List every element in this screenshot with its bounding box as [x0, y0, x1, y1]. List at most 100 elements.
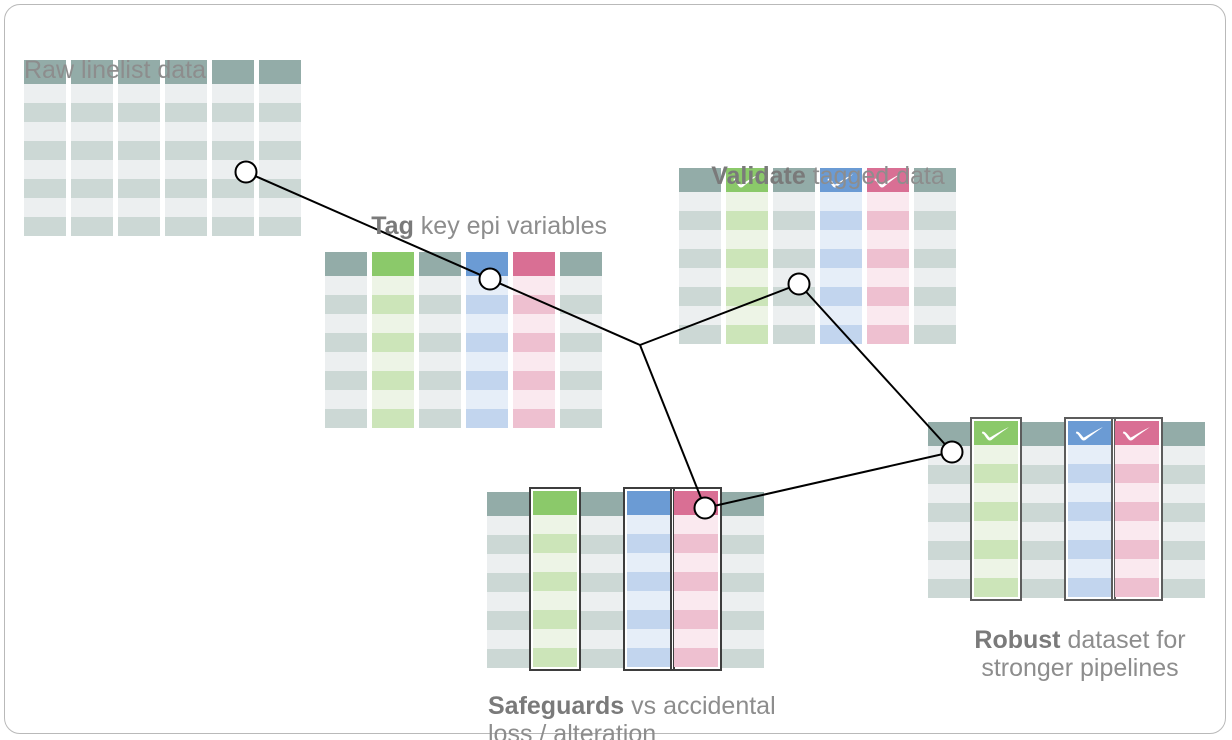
- table-cell: [722, 573, 764, 592]
- table-cell: [627, 629, 671, 648]
- table-cell: [1022, 560, 1064, 579]
- table-cell: [212, 103, 254, 122]
- table-cell: [165, 217, 207, 236]
- table-cell: [24, 84, 66, 103]
- table-cell: [325, 314, 367, 333]
- table-cell: [24, 103, 66, 122]
- table-cell: [726, 249, 768, 268]
- table-cell: [325, 352, 367, 371]
- table-cell: [1163, 579, 1205, 598]
- table-cell: [679, 306, 721, 325]
- table-cell: [674, 629, 718, 648]
- table-cell: [726, 287, 768, 306]
- table-cell: [674, 553, 718, 572]
- table-cell: [325, 390, 367, 409]
- table-cell: [487, 611, 529, 630]
- table-cell: [466, 352, 508, 371]
- column-header-cell: [325, 252, 367, 276]
- table-cell: [867, 249, 909, 268]
- table-cell: [487, 516, 529, 535]
- table-cell: [773, 306, 815, 325]
- table-cell: [1068, 483, 1112, 502]
- table-column-teal: [118, 60, 160, 236]
- table-cell: [820, 287, 862, 306]
- label-validate-rest: tagged data: [805, 162, 945, 190]
- table-cell: [419, 390, 461, 409]
- table-cell: [1068, 540, 1112, 559]
- table-column-blue: [1064, 417, 1116, 601]
- table-cell: [674, 591, 718, 610]
- table-cell: [212, 179, 254, 198]
- table-cell: [212, 217, 254, 236]
- label-robust-strong: Robust: [974, 626, 1061, 654]
- table-cell: [722, 611, 764, 630]
- column-header-cell: [212, 60, 254, 84]
- table-cell: [560, 390, 602, 409]
- column-header-cell: [679, 168, 721, 192]
- table-cell: [974, 559, 1018, 578]
- table-cell: [820, 268, 862, 287]
- table-cell: [1022, 484, 1064, 503]
- table-cell: [581, 554, 623, 573]
- table-column-teal: [165, 60, 207, 236]
- table-cell: [867, 306, 909, 325]
- table-cell: [259, 84, 301, 103]
- table-cell: [773, 287, 815, 306]
- table-cell: [1068, 559, 1112, 578]
- table-cell: [419, 409, 461, 428]
- table-cell: [466, 409, 508, 428]
- table-cell: [513, 276, 555, 295]
- table-column-teal: [259, 60, 301, 236]
- table-cell: [627, 515, 671, 534]
- table-cell: [372, 371, 414, 390]
- table-cell: [1022, 465, 1064, 484]
- table-cell: [560, 352, 602, 371]
- table-cell: [773, 192, 815, 211]
- column-header-cell: [1115, 421, 1159, 445]
- table-cell: [820, 325, 862, 344]
- table-cell: [1022, 522, 1064, 541]
- table-cell: [627, 572, 671, 591]
- table-cell: [118, 160, 160, 179]
- label-raw-linelist: Raw linelist data: [24, 28, 206, 84]
- table-cell: [820, 211, 862, 230]
- table-column-teal: [722, 492, 764, 668]
- checkmark-icon: [1075, 427, 1103, 441]
- table-cell: [1115, 521, 1159, 540]
- table-cell: [24, 122, 66, 141]
- table-cell: [581, 649, 623, 668]
- table-column-teal: [928, 422, 970, 598]
- table-cell: [1163, 503, 1205, 522]
- table-cell: [627, 553, 671, 572]
- table-column-green: [726, 168, 768, 344]
- table-cell: [773, 211, 815, 230]
- table-column-pink: [513, 252, 555, 428]
- table-cell: [974, 521, 1018, 540]
- table-cell: [372, 314, 414, 333]
- table-column-teal: [1163, 422, 1205, 598]
- column-header-cell: [419, 252, 461, 276]
- table-cell: [419, 295, 461, 314]
- table-cell: [674, 572, 718, 591]
- table-cell: [212, 141, 254, 160]
- column-header-cell: [914, 168, 956, 192]
- table-cell: [1115, 464, 1159, 483]
- table-column-teal: [773, 168, 815, 344]
- table-cell: [867, 192, 909, 211]
- table-cell: [513, 352, 555, 371]
- table-column-green: [970, 417, 1022, 601]
- table-cell: [212, 160, 254, 179]
- table-cell: [974, 464, 1018, 483]
- table-cell: [165, 179, 207, 198]
- table-cell: [165, 84, 207, 103]
- table-cell: [71, 160, 113, 179]
- table-cell: [259, 103, 301, 122]
- table-cell: [581, 535, 623, 554]
- table-cell: [466, 314, 508, 333]
- table-cell: [118, 198, 160, 217]
- label-validate-strong: Validate: [711, 162, 806, 190]
- table-cell: [726, 306, 768, 325]
- table-cell: [118, 141, 160, 160]
- table-cell: [513, 409, 555, 428]
- table-cell: [914, 192, 956, 211]
